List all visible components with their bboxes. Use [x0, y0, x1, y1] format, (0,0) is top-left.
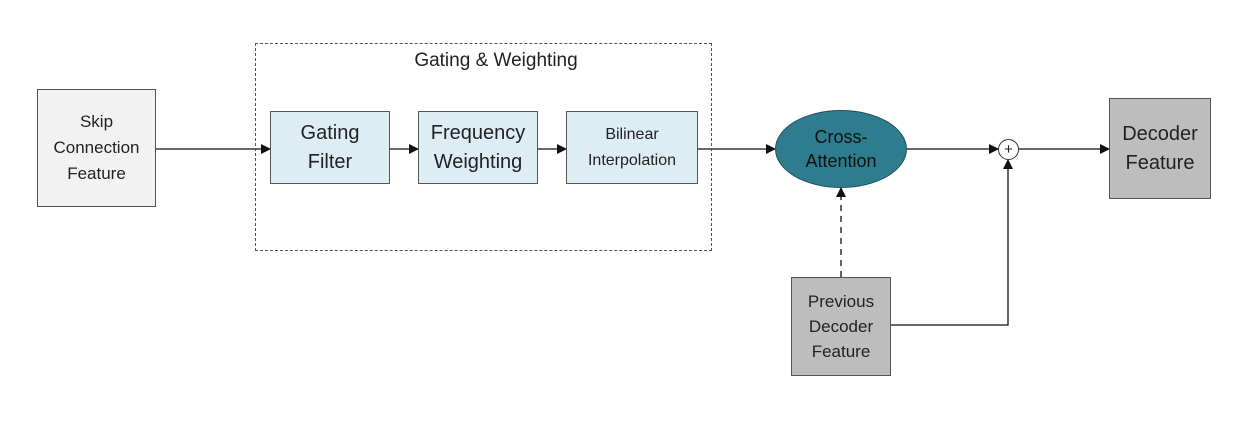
decoder-feature-label: Decoder Feature: [1122, 122, 1198, 174]
gating-filter-label: Gating Filter: [300, 121, 360, 173]
sum-node: +: [998, 139, 1019, 160]
gating-weighting-group: [255, 43, 712, 251]
decoder-feature-node: Decoder Feature: [1109, 98, 1211, 199]
previous-decoder-feature-node: Previous Decoder Feature: [791, 277, 891, 376]
frequency-weighting-node: Frequency Weighting: [418, 111, 538, 184]
skip-connection-feature-label: Skip Connection Feature: [53, 112, 140, 183]
edge-previous-to-sum: [891, 159, 1013, 326]
bilinear-interpolation-node: Bilinear Interpolation: [566, 111, 698, 184]
group-label: Gating & Weighting: [414, 50, 578, 71]
skip-connection-feature-node: Skip Connection Feature: [37, 89, 156, 207]
previous-decoder-feature-label: Previous Decoder Feature: [807, 292, 875, 361]
gating-filter-node: Gating Filter: [270, 111, 390, 184]
sum-symbol: +: [1004, 141, 1013, 158]
cross-attention-label: Cross- Attention: [805, 127, 877, 171]
frequency-weighting-label: Frequency Weighting: [430, 121, 526, 173]
bilinear-interpolation-label: Bilinear Interpolation: [587, 125, 677, 169]
cross-attention-node: Cross- Attention: [775, 110, 907, 188]
